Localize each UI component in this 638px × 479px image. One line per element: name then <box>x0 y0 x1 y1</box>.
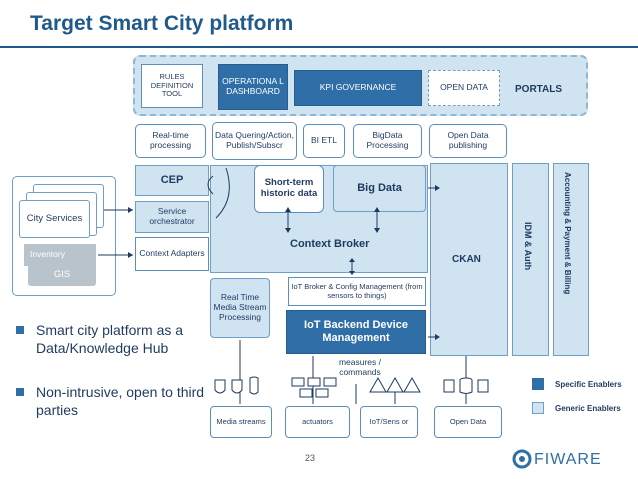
service-orchestrator: Service orchestrator <box>135 201 209 233</box>
bullet-1: Smart city platform as a Data/Knowledge … <box>16 322 226 362</box>
bullet-text: Smart city platform as a Data/Knowledge … <box>36 322 184 356</box>
inventory: Inventory <box>24 244 96 266</box>
actuators: actuators <box>285 406 350 438</box>
ckan-panel <box>430 163 508 356</box>
iot-sensor: IoT/Sens or <box>360 406 418 438</box>
realtime-processing: Real-time processing <box>135 124 206 158</box>
opendata-publishing: Open Data publishing <box>429 124 507 158</box>
big-data: Big Data <box>333 165 426 212</box>
legend-specific-label: Specific Enablers <box>555 380 622 389</box>
media-streams: Media streams <box>210 406 272 438</box>
bullet-square <box>16 388 24 396</box>
bullet-text: Non-intrusive, open to third parties <box>36 384 205 418</box>
operational-dashboard: OPERATIONA L DASHBOARD <box>218 64 288 110</box>
realtime-media-processing: Real Time Media Stream Processing <box>210 278 270 338</box>
left-outline <box>12 176 116 296</box>
data-querying: Data Quering/Action, Publish/Subscr <box>212 122 297 160</box>
gis: GIS <box>28 264 96 286</box>
accounting-panel <box>553 163 589 356</box>
legend-generic-swatch <box>532 402 544 414</box>
context-adapters: Context Adapters <box>135 237 209 271</box>
title-underline <box>0 46 638 48</box>
bigdata-processing: BigData Processing <box>353 124 422 158</box>
iot-broker: IoT Broker & Config Management (from sen… <box>288 277 426 306</box>
legend-specific-swatch <box>532 378 544 390</box>
idm-panel <box>512 163 549 356</box>
bi-etl: BI ETL <box>303 124 345 158</box>
idm-label: IDM & Auth <box>523 222 533 271</box>
city-services: City Services <box>19 200 90 238</box>
open-data-portal: OPEN DATA <box>428 70 500 106</box>
open-data-source: Open Data <box>434 406 502 438</box>
portals-label: PORTALS <box>515 84 563 95</box>
bullet-2: Non-intrusive, open to third parties <box>16 384 226 424</box>
accounting-label: Accounting & Payment & Billing <box>563 172 572 295</box>
context-broker-label: Context Broker <box>290 238 370 250</box>
cep: CEP <box>135 165 209 196</box>
ckan-label: CKAN <box>452 254 481 265</box>
bullet-square <box>16 326 24 334</box>
fiware-logo-text: FIWARE <box>534 451 602 468</box>
page-title: Target Smart City platform <box>30 12 294 35</box>
page-number: 23 <box>305 453 316 463</box>
iot-backend: IoT Backend Device Management <box>286 310 426 354</box>
legend-generic-label: Generic Enablers <box>555 404 621 413</box>
rules-definition-tool: RULES DEFINITION TOOL <box>141 64 203 108</box>
fiware-logo-icon <box>512 449 532 469</box>
short-term-historic-data: Short-term historic data <box>254 165 324 213</box>
kpi-governance: KPI GOVERNANCE <box>294 70 422 106</box>
measures-commands: measures / commands <box>338 357 382 377</box>
